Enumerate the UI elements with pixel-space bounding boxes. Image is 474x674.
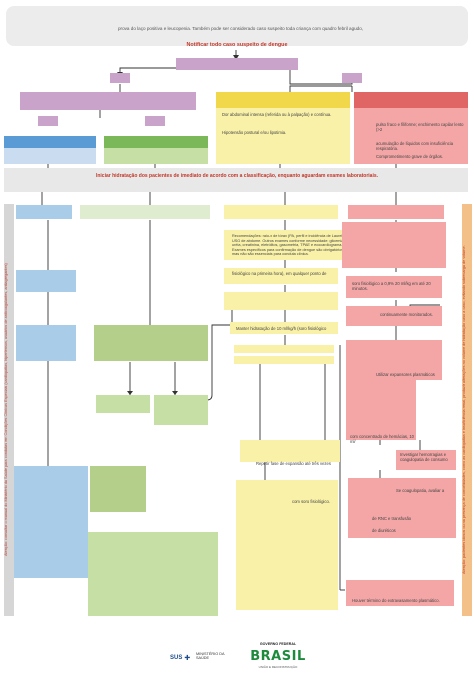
group-c-exams-text: Recomendações: raio-x de tórax (PA, perf… (232, 234, 348, 257)
group-b-step2 (94, 325, 208, 361)
group-d-expander-box (346, 340, 442, 380)
sus-logo: SUS ✚ (170, 652, 190, 664)
group-c-step5b (234, 356, 334, 364)
group-c-maintain-text: Manter hidratação de 10 ml/kg/h (soro fi… (236, 326, 327, 331)
severe-signs-box (354, 108, 468, 164)
group-a-box (4, 148, 96, 164)
group-b-step3b (154, 395, 208, 425)
group-b-step3a (96, 395, 150, 413)
group-d-redcell-text: com concentrado de hemácias, 10 ml/ (350, 434, 415, 445)
sus-label: SUS (170, 655, 183, 661)
group-d-saline-text: soro fisiológico a 0,9% 20 ml/kg em até … (352, 281, 431, 292)
group-c-maintain-inner (230, 322, 338, 334)
group-d-expander-text: Utilizar expansores plasmáticos (376, 372, 435, 377)
group-b-header (104, 136, 208, 148)
group-d-monitor-box (346, 306, 442, 326)
pulse-text: pulso fraco e filiforme; enchimento capi… (376, 122, 464, 133)
right-note-box (462, 204, 472, 616)
group-c-exams-box (224, 230, 344, 260)
hydration-text: Iniciar hidratação dos pacientes de imed… (95, 173, 379, 179)
abdominal-pain-text: Dor abdominal intensa (referida ou à pal… (222, 112, 332, 117)
group-d-step1 (348, 205, 444, 219)
group-a-step3 (16, 325, 76, 361)
branch-right-box (342, 73, 362, 83)
left-note-box (4, 204, 14, 616)
group-d-platelet-text: Se coagulopatia, avaliar a (396, 488, 445, 493)
group-c-saline-text: com soro fisiológico. (292, 499, 330, 504)
group-c-repeat-box (240, 440, 340, 462)
group-d-hemorrhage-box (396, 450, 456, 470)
no-warning-signs-box (20, 92, 196, 110)
group-d-redcell-box (346, 380, 416, 440)
warning-signs-box (216, 108, 350, 164)
group-b-step5 (88, 532, 218, 616)
group-b-branch (145, 116, 165, 126)
group-d-monitor-text: continuamente monitorados. (380, 312, 433, 317)
group-d-reverse-text: Houver término do extravasamento plasmát… (352, 598, 440, 603)
severe-signs-header (354, 92, 468, 108)
group-c-phase-text: fisiológico na primeira hora), em qualqu… (232, 271, 327, 276)
group-d-exams-box (342, 222, 446, 268)
right-note-text: Atenção: pacientes idosos ou na presença… (462, 245, 466, 575)
organ-text: Comprometimento grave de órgãos. (376, 154, 444, 159)
group-b-box (104, 148, 208, 164)
group-d-transfusion-text: de RNC e transfusão (372, 516, 412, 521)
group-a-branch (38, 116, 58, 126)
group-d-diuretics-text: de diuréticos (372, 528, 396, 533)
intro-text: prova do laço positiva e leucopenia. Tam… (118, 26, 364, 31)
group-d-hemorrhage-text: Investigar hemorragias e coagulopatia de… (400, 452, 448, 463)
group-a-header (4, 136, 96, 148)
group-d-platelet-box (348, 478, 456, 538)
group-d-reverse-box (346, 580, 454, 606)
group-a-step1 (16, 205, 72, 219)
group-b-step4 (90, 466, 146, 512)
cross-icon: ✚ (184, 655, 191, 662)
notify-title: Notificar todo caso suspeito de dengue (186, 42, 288, 48)
suspect-case-box (176, 58, 298, 70)
group-c-phase-box (224, 268, 338, 284)
intro-box (6, 6, 468, 46)
group-d-saline-box (346, 276, 442, 298)
gov-motto: UNIÃO E RECONSTRUÇÃO (258, 665, 298, 669)
fluid-text: acumulação de líquidos com insuficiência… (376, 141, 454, 152)
hypotension-text: Hipotensão postural e/ou lipotimia. (222, 130, 287, 135)
group-c-step5a (234, 345, 334, 353)
group-b-step1 (80, 205, 210, 219)
ministry-label: MINISTÉRIO DA SAÚDE (196, 652, 225, 661)
group-c-saline-box (236, 480, 338, 610)
branch-left-box (110, 73, 130, 83)
group-c-step1 (224, 205, 338, 219)
brasil-logo: BRASIL (250, 649, 306, 664)
warning-signs-header (216, 92, 350, 108)
group-c-maintain-box (224, 292, 338, 310)
group-a-step4 (14, 466, 88, 578)
left-note-text: Atenção: consultar o manual do Ministéri… (4, 263, 8, 557)
group-a-step2 (16, 270, 76, 292)
group-c-repeat-text: Repetir fase de expansão até três vezes (256, 461, 331, 466)
hydration-bar (4, 168, 468, 192)
gov-label: GOVERNO FEDERAL (259, 642, 297, 646)
